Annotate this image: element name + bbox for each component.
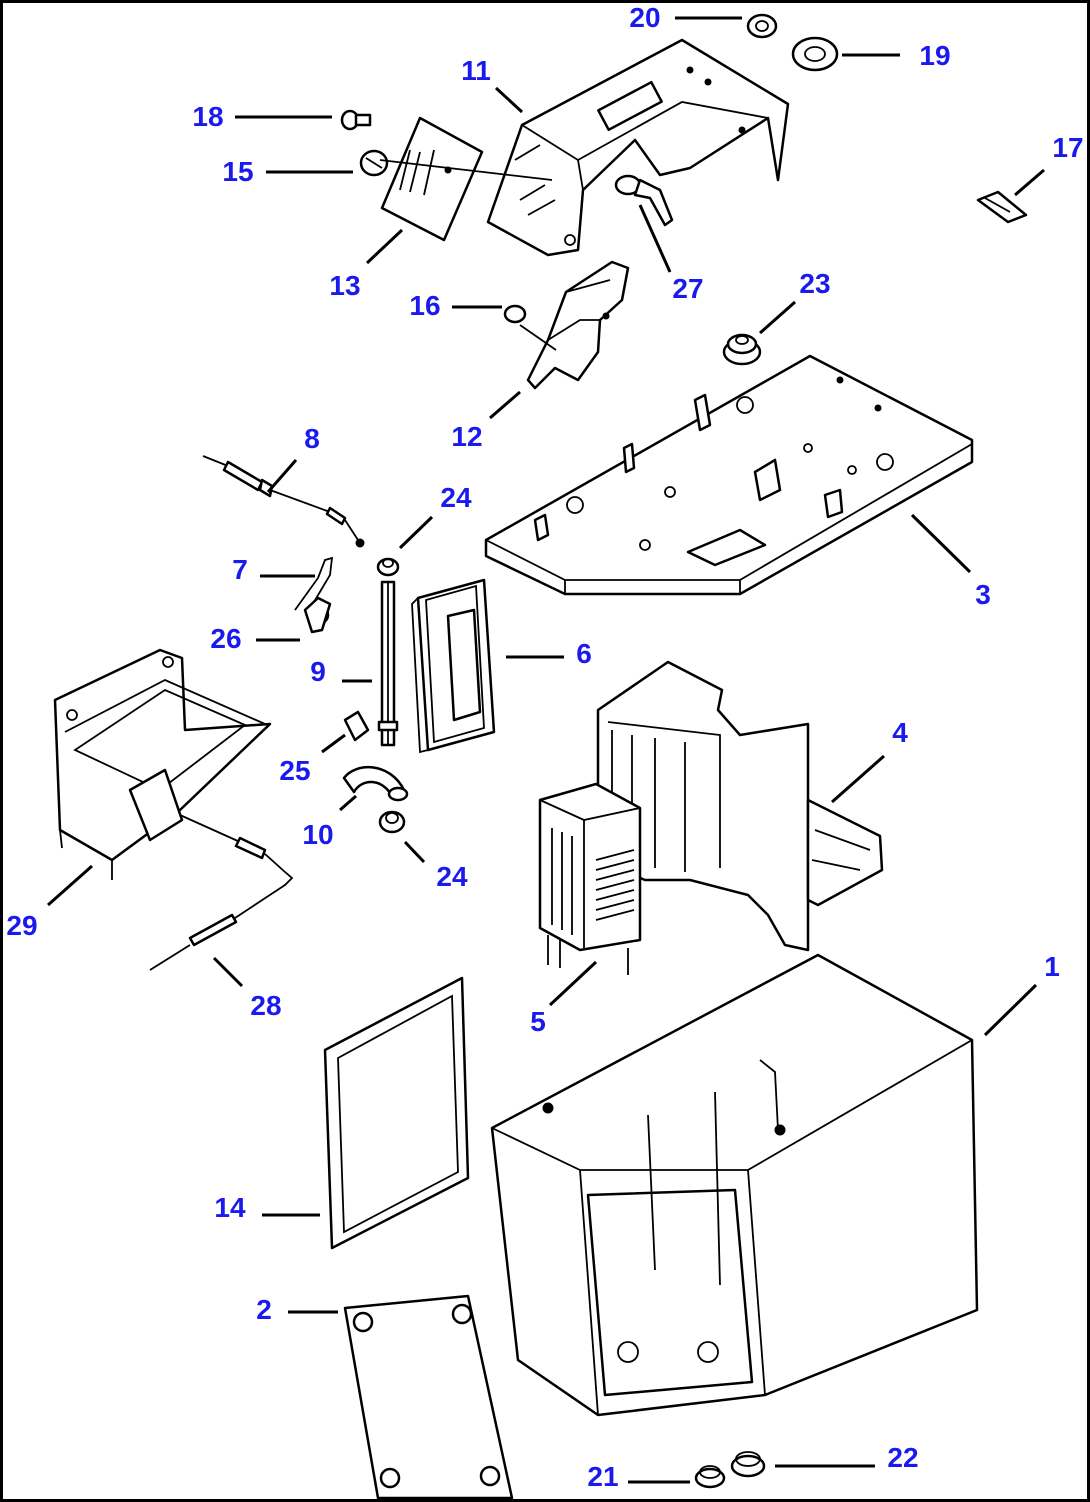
callout-14: 14	[214, 1192, 246, 1223]
part-2-cover-plate	[343, 1294, 514, 1500]
part-24-grommet-lower	[378, 810, 406, 834]
part-14-access-frame	[323, 976, 470, 1250]
callout-24-lower: 24	[436, 861, 468, 892]
part-8-cable	[202, 455, 365, 548]
callout-28: 28	[250, 990, 281, 1021]
callout-3: 3	[975, 579, 991, 610]
part-21-plug	[694, 1465, 726, 1489]
callout-29: 29	[6, 910, 37, 941]
callout-20: 20	[629, 2, 660, 33]
part-6-filter	[411, 578, 496, 754]
part-23-cap	[722, 333, 762, 366]
part-19-grommet	[791, 36, 839, 72]
callout-17: 17	[1052, 132, 1083, 163]
part-18-bolt	[340, 109, 372, 131]
part-15-knob	[359, 149, 389, 177]
part-3-floor-panel	[484, 354, 974, 596]
part-26-clamp	[303, 596, 332, 634]
part-13-plate	[379, 116, 553, 242]
callout-19: 19	[919, 40, 950, 71]
part-20-nut	[746, 13, 778, 39]
part-1-base-box	[490, 953, 979, 1417]
part-22-plug	[730, 1451, 766, 1478]
callout-27: 27	[672, 273, 703, 304]
part-7-clip	[294, 556, 334, 613]
callout-22: 22	[887, 1442, 918, 1473]
callout-25: 25	[279, 755, 310, 786]
callout-26: 26	[210, 623, 241, 654]
callout-13: 13	[329, 270, 360, 301]
part-24-grommet-upper	[376, 557, 400, 577]
callout-6: 6	[576, 638, 592, 669]
callout-4: 4	[892, 717, 908, 748]
part-16-cap	[503, 304, 527, 324]
callout-2: 2	[256, 1294, 272, 1325]
callout-12: 12	[451, 421, 482, 452]
callout-8: 8	[304, 423, 320, 454]
part-29-heater-box	[53, 648, 272, 880]
part-28-cable	[149, 814, 294, 971]
part-25-clamp	[343, 710, 370, 742]
callout-labels: 20 19 11 18 17 15 13 27 23 16 12 8 24 3 …	[6, 2, 1083, 1492]
callout-9: 9	[310, 656, 326, 687]
callout-10: 10	[302, 819, 333, 850]
part-10-hose	[342, 765, 409, 802]
part-12-lever-bracket	[519, 260, 630, 390]
leader-lines	[47, 16, 1045, 1484]
part-17-clip	[976, 190, 1028, 224]
callout-7: 7	[232, 554, 248, 585]
callout-16: 16	[409, 290, 440, 321]
callout-18: 18	[192, 101, 223, 132]
callout-23: 23	[799, 268, 830, 299]
part-4-heater-housing	[596, 660, 884, 952]
part-9-rod	[377, 580, 399, 747]
callout-5: 5	[530, 1006, 546, 1037]
callout-24-upper: 24	[440, 482, 472, 513]
callout-1: 1	[1044, 951, 1060, 982]
part-5-heater-core	[538, 782, 642, 975]
part-11-upper-bracket	[486, 38, 790, 257]
part-27-switch	[614, 174, 674, 227]
callout-21: 21	[587, 1461, 618, 1492]
callout-15: 15	[222, 156, 253, 187]
callout-11: 11	[461, 55, 491, 86]
